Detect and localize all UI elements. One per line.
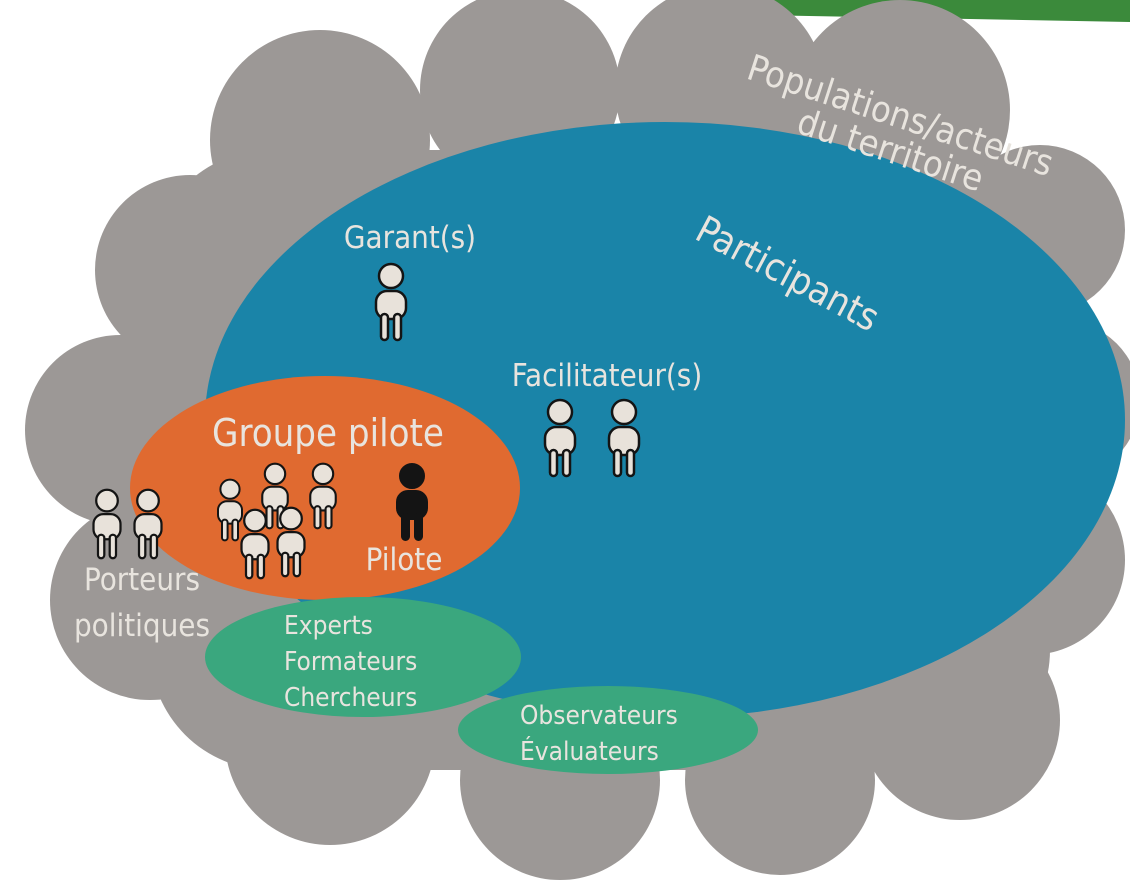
experts-label-line2: Formateurs [284, 647, 417, 677]
garants-label: Garant(s) [344, 220, 476, 256]
observateurs-label-line2: Évaluateurs [520, 735, 659, 767]
experts-label-line1: Experts [284, 611, 373, 641]
pilote-label: Pilote [366, 542, 443, 578]
observateurs-ellipse [458, 686, 758, 774]
groupe-pilote-label: Groupe pilote [212, 411, 444, 455]
experts-ellipse [205, 597, 521, 717]
observateurs-label-line1: Observateurs [520, 701, 678, 731]
porteurs-label-line2: politiques [74, 608, 210, 644]
facilitateurs-label: Facilitateur(s) [512, 358, 702, 394]
experts-label-line3: Chercheurs [284, 683, 417, 713]
porteurs-label-line1: Porteurs [84, 562, 200, 598]
